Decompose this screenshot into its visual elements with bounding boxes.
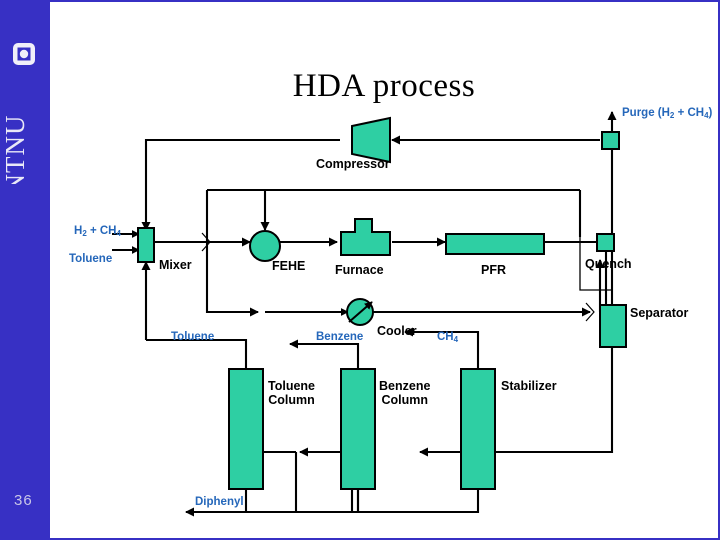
unit-label-quench: Quench — [585, 257, 632, 271]
unit-label-fehe: FEHE — [272, 259, 306, 273]
page-title: HDA process — [292, 68, 476, 104]
unit-label-benzene-column: Benzene Column — [379, 379, 431, 407]
unit-label-stabilizer: Stabilizer — [501, 379, 557, 393]
unit-label-pfr: PFR — [481, 263, 506, 277]
unit-label-cooler: Cooler — [377, 324, 417, 338]
unit-mixer — [137, 227, 155, 263]
slide-content-frame — [48, 0, 720, 540]
cooler-arrow — [348, 301, 373, 323]
unit-benzene-column — [340, 368, 376, 490]
ntnu-logo: NTNU — [2, 34, 46, 184]
unit-label-separator: Separator — [630, 306, 689, 320]
stream-label-feed-gas: H2 + CH4 — [74, 225, 121, 238]
stream-label-benzene-product: Benzene — [316, 331, 364, 343]
svg-text:NTNU: NTNU — [2, 115, 30, 185]
unit-label-compressor: Compressor — [316, 157, 390, 171]
unit-purge-tee — [601, 131, 620, 150]
stream-label-feed-toluene: Toluene — [69, 253, 113, 265]
unit-stabilizer — [460, 368, 496, 490]
unit-toluene-column — [228, 368, 264, 490]
unit-label-toluene-column: Toluene Column — [268, 379, 315, 407]
stream-label-methane-offgas: CH4 — [437, 331, 459, 344]
unit-quench — [596, 233, 615, 252]
unit-furnace — [340, 218, 391, 256]
stream-label-purge: Purge (H2 + CH4) — [622, 107, 713, 120]
unit-compressor — [351, 116, 391, 164]
unit-label-mixer: Mixer — [159, 258, 192, 272]
page-number: 36 — [14, 492, 33, 509]
stream-label-recycle-toluene: Toluene — [171, 331, 215, 343]
unit-fehe — [249, 230, 281, 262]
sidebar-blue-band: NTNU 36 — [0, 0, 48, 540]
unit-separator — [599, 304, 627, 348]
stream-label-diphenyl: Diphenyl — [195, 496, 244, 508]
unit-label-furnace: Furnace — [335, 263, 384, 277]
unit-pfr — [445, 233, 545, 255]
